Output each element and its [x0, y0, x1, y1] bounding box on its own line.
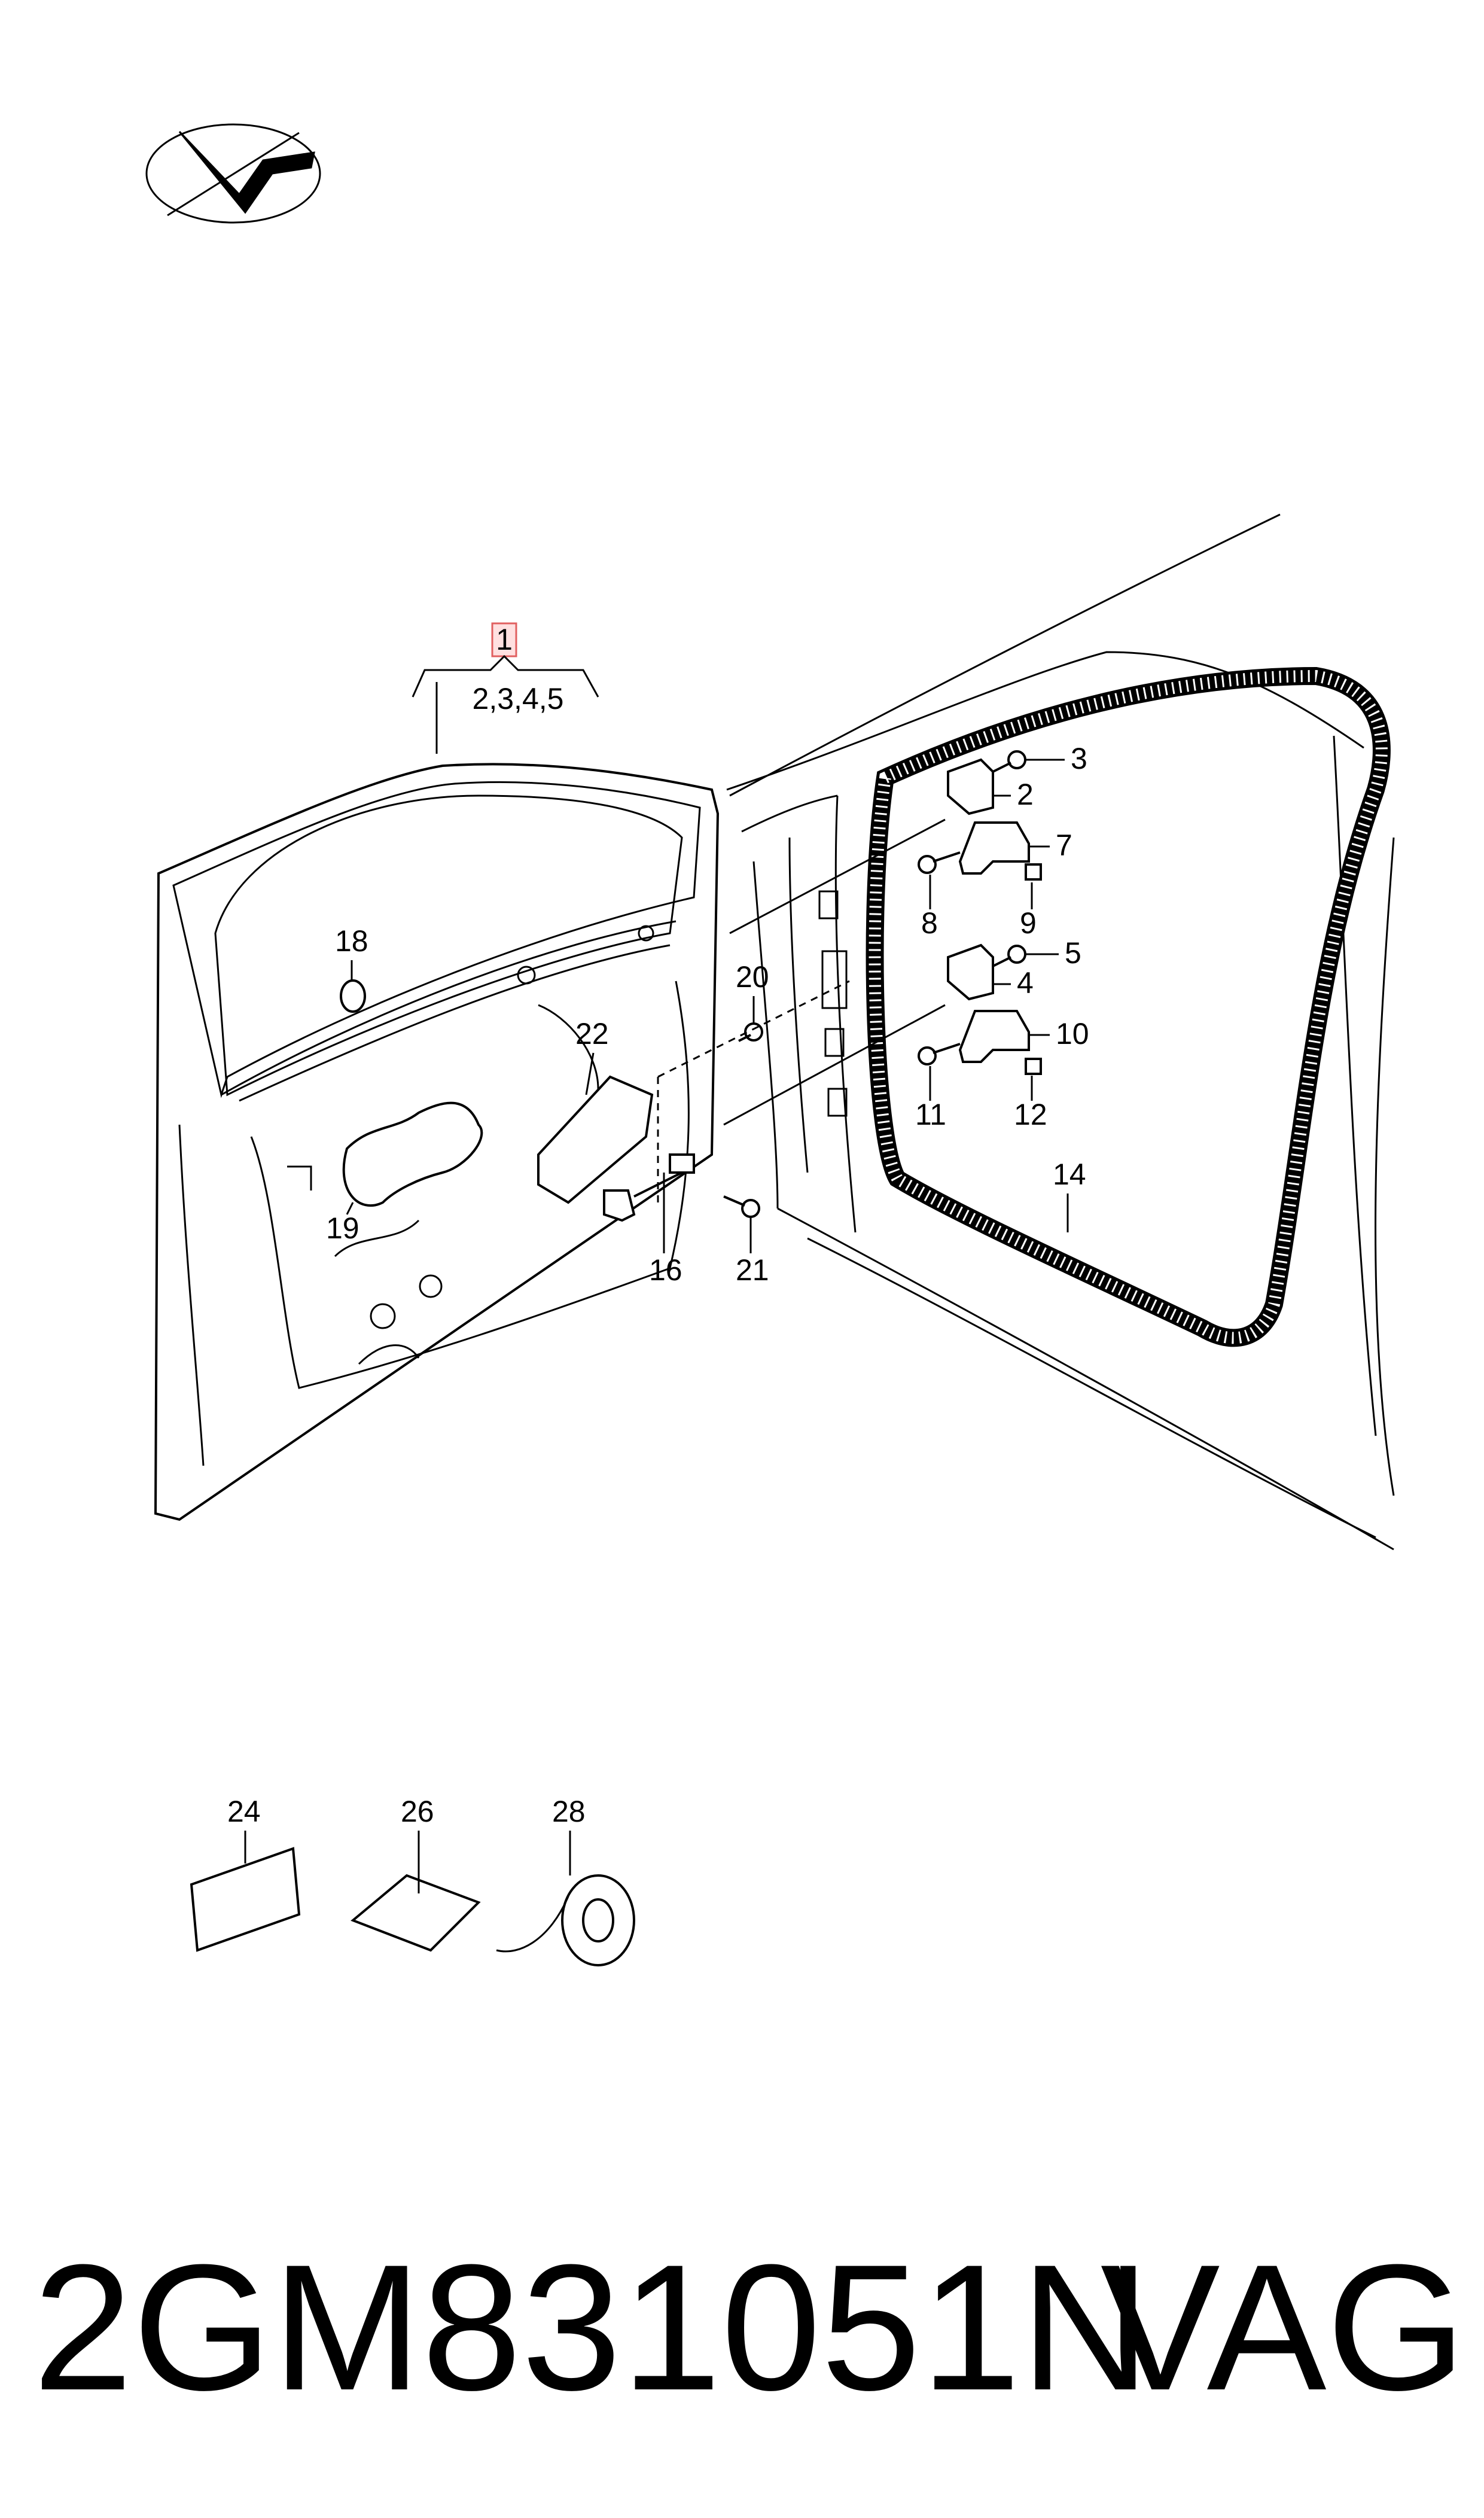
callout-11: 11: [915, 1098, 946, 1131]
tape-roll-28: [496, 1874, 635, 1966]
callout-labels: 3 2 7 8 9 5 4 10 11 12 14 16 18 19 20 21…: [227, 742, 1089, 1893]
sound-pad-24: [190, 1847, 301, 1952]
callout-9: 9: [1020, 906, 1037, 940]
callout-3: 3: [1071, 742, 1087, 775]
door-check-strap: [603, 1153, 695, 1222]
brand-name: VAG: [1100, 2227, 1466, 2428]
upper-hinge: [947, 758, 1042, 881]
car-body-frame: [726, 513, 1395, 1551]
part-number: 2GM831051N: [33, 2227, 1150, 2428]
callout-10: 10: [1056, 1017, 1089, 1051]
callout-22: 22: [575, 1017, 609, 1051]
grommet-18: [340, 979, 366, 1013]
callout-20: 20: [736, 960, 769, 994]
callout-2: 2: [1017, 778, 1034, 811]
callout-14: 14: [1053, 1158, 1086, 1191]
callout-4: 4: [1017, 966, 1034, 1000]
pillar-slots: [818, 890, 848, 1117]
sound-pad-26: [351, 1874, 481, 1952]
callout-24: 24: [227, 1795, 261, 1828]
callout-8: 8: [921, 906, 938, 940]
sound-pad-22: [537, 1075, 654, 1204]
callout-18: 18: [335, 924, 368, 958]
door-seal: [866, 666, 1391, 1347]
callout-1-sub: 2,3,4,5: [473, 682, 564, 715]
lower-hinge: [947, 943, 1042, 1075]
callout-12: 12: [1014, 1098, 1047, 1131]
callout-group-1: 1 2,3,4,5: [412, 622, 599, 754]
assembly-lines: [657, 818, 946, 1208]
hinge-bolts: [723, 750, 1026, 1218]
callout-5: 5: [1065, 936, 1081, 970]
orientation-icon: [145, 123, 321, 224]
callout-7: 7: [1056, 829, 1072, 862]
callout-21: 21: [736, 1253, 769, 1287]
sound-pad-19: [342, 1101, 483, 1207]
callout-16: 16: [649, 1253, 682, 1287]
callout-1: 1: [496, 623, 513, 656]
footer: 2GM831051N VAG: [0, 2213, 1484, 2441]
callout-26: 26: [401, 1795, 434, 1828]
callout-28: 28: [552, 1795, 586, 1828]
callout-19: 19: [326, 1211, 359, 1245]
